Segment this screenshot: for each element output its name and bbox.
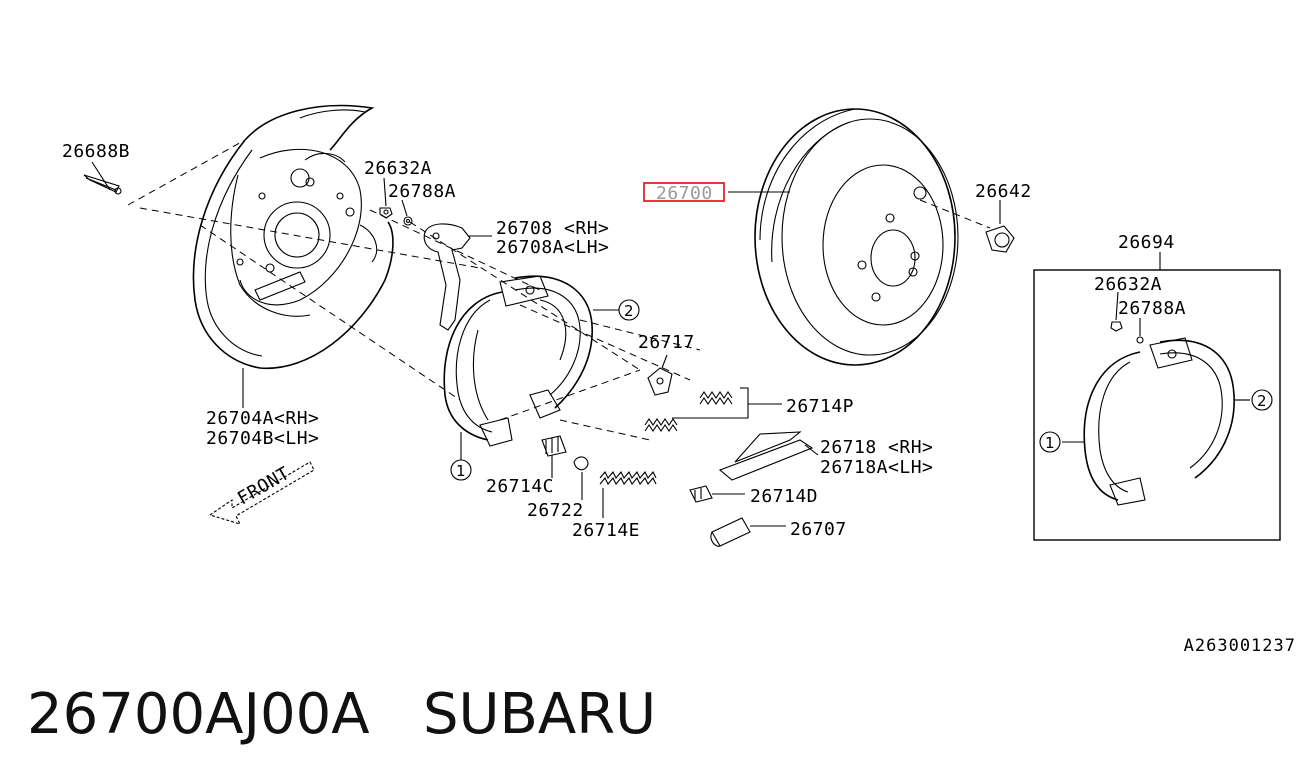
parking-lever-26708-drawing [423,223,471,331]
bolt-26642-drawing [985,200,1015,253]
brake-disc-26700-drawing [728,108,959,366]
illustration-code: A263001237 [1183,636,1296,656]
small-nuts-drawing [379,177,413,226]
front-direction-arrow: FRONT [208,461,315,525]
label-26718-rh: 26718 <RH> [820,437,933,458]
index-marker-1-right: 1 [1045,434,1055,452]
springs-26714P-drawing [644,387,782,432]
label-26642: 26642 [975,181,1032,202]
highlight-box-26700 [643,182,725,202]
brake-shoes-left-drawing [443,275,593,447]
label-26722: 26722 [527,500,584,521]
assembly-dashed-lines [127,139,991,441]
strut-26718-drawing [718,431,819,481]
label-26714E: 26714E [572,520,640,541]
label-26708a-lh: 26708A<LH> [496,237,609,258]
part-labels: 26688B 26632A 26788A 26708 <RH> 26708A<L… [62,141,1186,541]
brand-name: SUBARU [422,682,657,747]
bolt-26688B-drawing [83,161,122,195]
index-marker-1-left: 1 [456,462,466,480]
index-marker-2-left: 2 [624,302,634,320]
circled-index-markers: 1 2 1 2 [450,299,1273,481]
label-26707: 26707 [790,519,847,540]
label-26718a-lh: 26718A<LH> [820,457,933,478]
part-title: 26700AJ00A SUBARU [27,682,656,747]
label-26788A-kit: 26788A [1118,298,1186,319]
label-26688B: 26688B [62,141,130,162]
label-26714C: 26714C [486,476,554,497]
index-marker-2-right: 2 [1257,392,1267,410]
shoe-kit-26694-box [1033,252,1281,541]
label-26632A: 26632A [364,158,432,179]
part-number: 26700AJ00A [27,682,370,747]
label-26714P: 26714P [786,396,854,417]
label-26700: 26700 [656,183,713,204]
label-26717: 26717 [638,332,695,353]
adjuster-plate-26717-drawing [647,354,673,396]
label-26694: 26694 [1118,232,1175,253]
leader-lines [468,235,1250,401]
spring-hardware-drawing [541,435,657,518]
label-26714D: 26714D [750,486,818,507]
clip-26714D-drawing [689,485,745,503]
adjuster-26707-drawing [710,517,786,547]
front-label: FRONT [234,463,294,510]
label-26708-rh: 26708 <RH> [496,218,609,239]
label-26632A-kit: 26632A [1094,274,1162,295]
label-26704a-rh: 26704A<RH> [206,408,319,429]
label-26788A: 26788A [388,181,456,202]
backing-plate-drawing [192,104,394,408]
label-26704b-lh: 26704B<LH> [206,428,319,449]
